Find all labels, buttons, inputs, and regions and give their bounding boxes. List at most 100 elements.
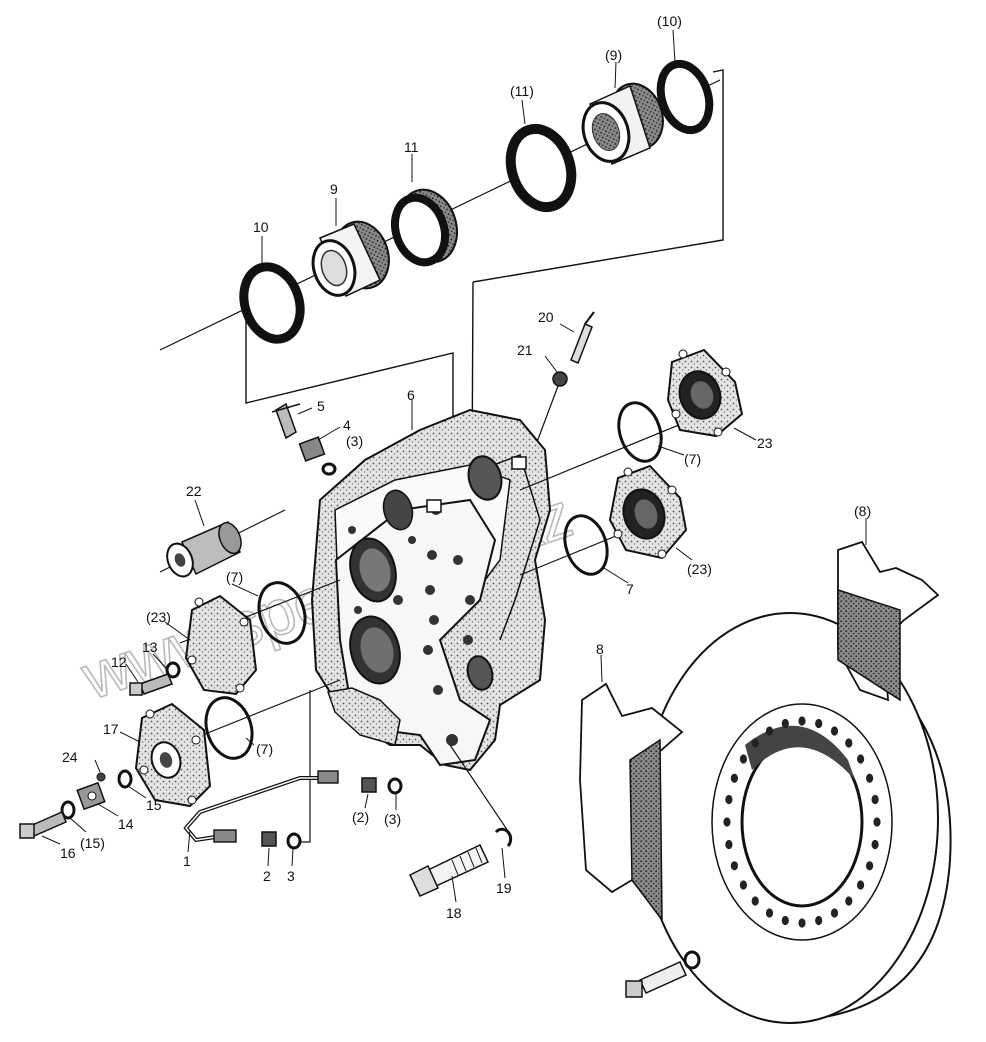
nut-2 — [261, 831, 277, 847]
disc-bolt-hole — [765, 726, 774, 736]
brake-pad-8-right — [837, 540, 940, 702]
callout-11: 11 — [404, 139, 419, 155]
washer-15 — [117, 769, 133, 789]
brake-pad-8-left — [579, 682, 684, 923]
bleed-screw-20 — [570, 311, 595, 364]
disc-bolt-hole — [798, 918, 806, 928]
callout-2: 2 — [263, 868, 271, 884]
callout-20: 20 — [538, 309, 554, 325]
callout-8: 8 — [596, 641, 604, 657]
seal-11 — [391, 188, 458, 267]
disc-bolt-holes — [723, 716, 881, 928]
disc-bolt — [625, 950, 701, 998]
callout-1: 1 — [183, 853, 191, 869]
disc-bolt-hole — [798, 716, 806, 726]
callout-22: 22 — [186, 483, 202, 499]
o-ring-7-b — [204, 696, 254, 760]
callout-3-paren-top: (3) — [346, 433, 363, 449]
cover-17 — [134, 702, 212, 808]
callout-5: 5 — [317, 398, 325, 414]
clamp-14 — [76, 781, 106, 811]
fitting-4 — [298, 436, 326, 462]
brake-disc — [641, 612, 952, 1024]
disc-bolt-hole — [739, 754, 748, 764]
disc-bolt-hole — [751, 896, 759, 906]
o-ring-7-c — [617, 401, 663, 463]
piston-22 — [166, 521, 242, 578]
callout-3: 3 — [287, 868, 295, 884]
disc-bolt-hole — [845, 738, 853, 748]
disc-bolt-hole — [730, 773, 739, 783]
disc-bolt-hole — [857, 754, 865, 764]
nut-24 — [96, 772, 106, 782]
washer-3-top — [321, 462, 337, 476]
spring-washer-19 — [494, 827, 513, 848]
disc-bolt-hole — [739, 880, 748, 890]
bolt-12 — [129, 673, 173, 696]
disc-bolt-hole — [725, 839, 733, 850]
callout-23: 23 — [757, 435, 773, 451]
disc-bolt-hole — [857, 880, 865, 890]
o-ring-7-a — [257, 581, 307, 645]
seal-11-alt — [505, 123, 577, 213]
callout-labels: (10) (9) (11) 11 9 10 20 2 1 5 6 4 (3) 22… — [60, 13, 871, 921]
callout-13: 13 — [142, 639, 158, 655]
bearing-9 — [311, 220, 390, 298]
bleeder-5 — [271, 402, 301, 440]
washer-13 — [165, 661, 181, 679]
disc-bolt-hole — [781, 718, 789, 729]
callout-24: 24 — [62, 749, 78, 765]
callout-15: 15 — [146, 797, 162, 813]
nut-2-top — [361, 777, 377, 793]
callout-23-paren-a: (23) — [146, 609, 171, 625]
callout-11-paren: (11) — [510, 83, 534, 99]
cover-23-bottom — [608, 464, 688, 560]
cover-23-top — [666, 348, 744, 438]
callout-9: 9 — [330, 181, 338, 197]
disc-bolt-hole — [866, 861, 874, 871]
callout-12: 12 — [111, 654, 127, 670]
callout-19: 19 — [496, 880, 512, 896]
disc-bolt-hole — [871, 839, 879, 850]
disc-bolt-hole — [723, 817, 731, 827]
cap-21 — [533, 371, 568, 451]
callout-7-paren-c: (7) — [256, 741, 273, 757]
callout-17: 17 — [103, 721, 119, 737]
callout-10-paren: (10) — [657, 13, 682, 29]
disc-bolt-hole — [871, 794, 879, 805]
seal-ring-10 — [239, 262, 305, 344]
callout-4: 4 — [343, 417, 351, 433]
callout-23-paren-b: (23) — [687, 561, 712, 577]
callout-15-paren: (15) — [80, 835, 105, 851]
disc-bolt-hole — [815, 915, 823, 926]
callout-7-paren-a: (7) — [226, 569, 243, 585]
seal-ring-10-alt — [656, 59, 714, 135]
callout-3-paren: (3) — [384, 811, 401, 827]
callout-6: 6 — [407, 387, 415, 403]
disc-bolt-hole — [725, 794, 733, 805]
disc-bolt-hole — [815, 718, 823, 729]
disc-bolt-hole — [781, 915, 789, 926]
callout-10: 10 — [253, 219, 269, 235]
caliper-body-6 — [310, 408, 552, 772]
washer-3-mid — [387, 777, 403, 795]
callout-7-paren-b: (7) — [684, 451, 701, 467]
o-ring-7-d — [563, 514, 609, 576]
leader-lines — [41, 29, 867, 903]
callout-7: 7 — [626, 581, 634, 597]
disc-bolt-hole — [873, 817, 881, 827]
bearing-9-alt — [581, 82, 664, 165]
callout-14: 14 — [118, 816, 134, 832]
disc-bolt-hole — [866, 773, 874, 783]
callout-18: 18 — [446, 905, 462, 921]
brake-pipe-1 — [183, 770, 339, 843]
callout-2-paren: (2) — [352, 809, 369, 825]
callout-16: 16 — [60, 845, 76, 861]
washer-3 — [286, 832, 302, 850]
cover-23-left — [184, 594, 258, 696]
callout-9-paren: (9) — [605, 47, 622, 63]
disc-bolt-hole — [765, 908, 774, 918]
callout-8-paren: (8) — [854, 503, 871, 519]
